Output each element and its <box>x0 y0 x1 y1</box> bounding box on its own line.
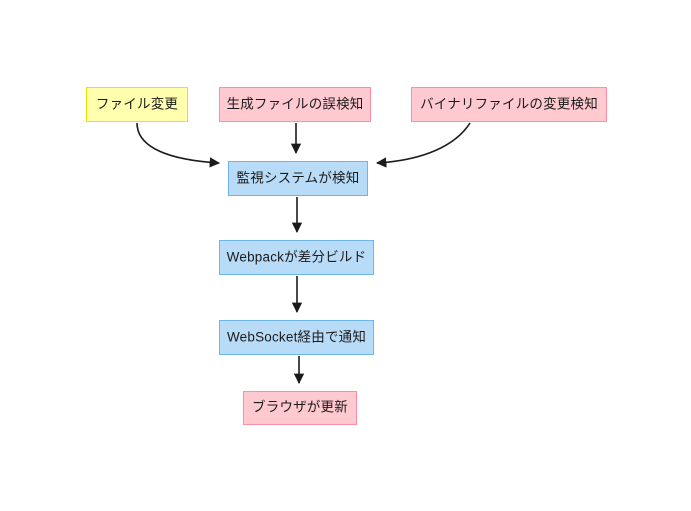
node-binary-file-change-detection-label: バイナリファイルの変更検知 <box>420 96 598 112</box>
node-generated-file-false-positive-label: 生成ファイルの誤検知 <box>226 96 364 112</box>
node-browser-reload-label: ブラウザが更新 <box>252 399 348 415</box>
edge-binary-to-watch <box>375 122 471 168</box>
node-file-change-label: ファイル変更 <box>95 96 179 112</box>
node-webpack-incremental-build-label: Webpackが差分ビルド <box>226 249 367 265</box>
node-watch-system-detects[interactable]: 監視システムが検知 <box>228 161 368 196</box>
edge-file-change-to-watch <box>136 122 221 168</box>
node-websocket-notify[interactable]: WebSocket経由で通知 <box>219 320 374 355</box>
node-websocket-notify-label: WebSocket経由で通知 <box>226 329 367 345</box>
node-generated-file-false-positive[interactable]: 生成ファイルの誤検知 <box>219 87 371 122</box>
node-webpack-incremental-build[interactable]: Webpackが差分ビルド <box>219 240 374 275</box>
node-watch-system-detects-label: 監視システムが検知 <box>236 170 360 186</box>
node-binary-file-change-detection[interactable]: バイナリファイルの変更検知 <box>411 87 607 122</box>
node-file-change[interactable]: ファイル変更 <box>86 87 188 122</box>
node-browser-reload[interactable]: ブラウザが更新 <box>243 391 357 425</box>
